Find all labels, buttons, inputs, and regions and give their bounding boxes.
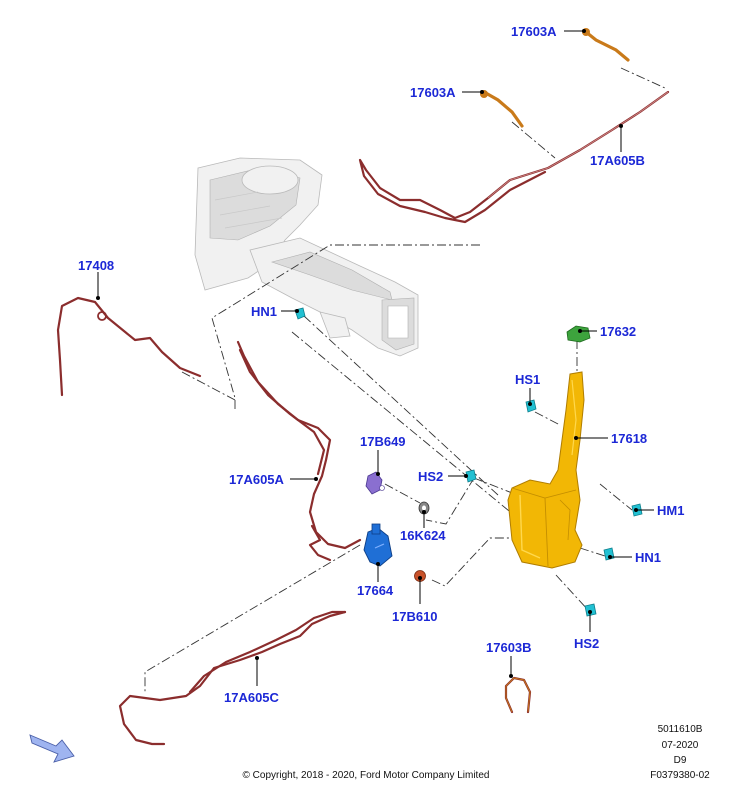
callout-hs1: HS1 — [515, 372, 540, 387]
callout-17408: 17408 — [78, 258, 114, 273]
bracket-17b649 — [365, 471, 385, 495]
callout-hn1-lower: HN1 — [635, 550, 661, 565]
callout-17a605b: 17A605B — [590, 153, 645, 168]
doc-date: 07-2020 — [662, 740, 699, 751]
hose-17a605a — [236, 340, 362, 562]
callout-17603a-middle: 17603A — [410, 85, 456, 100]
doc-number: 5011610B — [658, 724, 703, 735]
figure-id: F0379380-02 — [650, 770, 710, 781]
callout-hn1-upper: HN1 — [251, 304, 277, 319]
leader-lines — [96, 29, 654, 686]
hose-17603b — [504, 676, 532, 714]
callout-17b610: 17B610 — [392, 609, 438, 624]
callout-labels: 17603A 17603A 17A605B 17408 HN1 17632 HS… — [78, 24, 684, 705]
hose-17a605c — [118, 610, 347, 746]
footer: 5011610B 07-2020 D9 F0379380-02 © Copyri… — [243, 724, 711, 781]
fastener-clips — [294, 307, 643, 617]
callout-17664: 17664 — [357, 583, 394, 598]
link-lines — [144, 67, 666, 692]
callout-17603b: 17603B — [486, 640, 532, 655]
hose-17a605b — [358, 28, 670, 224]
callout-hs2-middle: HS2 — [418, 469, 443, 484]
hose-17408 — [56, 296, 202, 397]
front-direction-arrow-icon — [29, 734, 75, 763]
washer-reservoir — [507, 371, 585, 569]
callout-17b649: 17B649 — [360, 434, 406, 449]
callout-hs2-lower: HS2 — [574, 636, 599, 651]
doc-revision: D9 — [674, 755, 687, 766]
callout-17618: 17618 — [611, 431, 647, 446]
callout-17a605a: 17A605A — [229, 472, 285, 487]
callout-17a605c: 17A605C — [224, 690, 280, 705]
callout-17632: 17632 — [600, 324, 636, 339]
callout-17603a-top: 17603A — [511, 24, 557, 39]
body-structure — [194, 157, 419, 357]
reservoir-cap — [566, 325, 591, 343]
callout-hm1: HM1 — [657, 503, 684, 518]
washer-pump — [363, 523, 393, 567]
copyright-notice: © Copyright, 2018 - 2020, Ford Motor Com… — [243, 770, 490, 781]
callout-16k624: 16K624 — [400, 528, 446, 543]
